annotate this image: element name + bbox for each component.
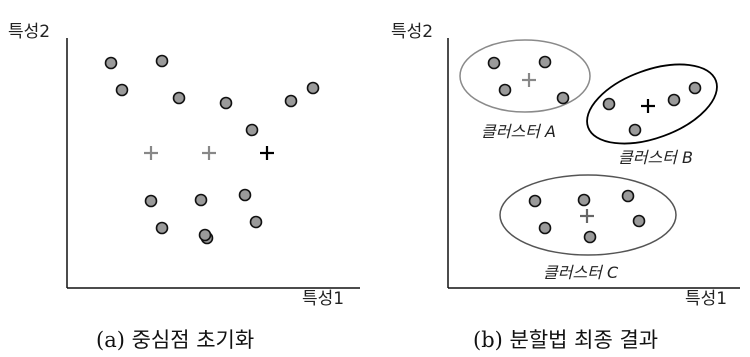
data-point [104,56,118,70]
panel-b-centroids [522,73,655,223]
cluster-c-point [577,193,591,207]
centroid-marker [260,146,274,160]
data-point [115,83,129,97]
data-point [198,228,212,242]
centroid-marker [144,146,158,160]
data-point [306,81,320,95]
panel-b-x-axis-label: 특성1 [685,289,727,309]
data-point [249,215,263,229]
cluster-c-point [621,189,635,203]
cluster-c-point [538,221,552,235]
panel-b-points [487,55,702,244]
cluster-b-point [628,123,642,137]
cluster-c-point [583,230,597,244]
data-point [155,221,169,235]
cluster-b-point [688,81,702,95]
data-point [155,54,169,68]
cluster-c-point [528,194,542,208]
data-point [245,123,259,137]
panel-a-y-axis-label: 특성2 [8,22,50,42]
cluster-b-outline [586,63,718,145]
panel-a-caption: (a) 중심점 초기화 [96,328,254,352]
panel-a: 특성2 특성1 (a) 중심점 초기화 [8,22,360,352]
cluster-a-point [487,56,501,70]
panel-b-y-axis-label: 특성2 [391,22,433,42]
cluster-a-centroid [522,73,536,87]
panel-b-caption: (b) 분할법 최종 결과 [473,328,658,352]
cluster-c-outline [499,174,677,256]
cluster-c-centroid [580,209,594,223]
cluster-a-point [538,55,552,69]
data-point [144,194,158,208]
data-point [219,96,233,110]
centroid-marker [202,146,216,160]
cluster-b-centroid [641,99,655,113]
cluster-b-point [667,93,681,107]
cluster-a-point [556,91,570,105]
data-point [194,193,208,207]
cluster-c-label: 클러스터 C [543,263,619,282]
panel-a-points [104,54,320,245]
data-point [172,91,186,105]
cluster-c-point [632,214,646,228]
cluster-b-point [602,97,616,111]
data-point [238,188,252,202]
data-point [284,94,298,108]
cluster-a-label: 클러스터 A [481,122,556,141]
cluster-b-label: 클러스터 B [618,148,693,167]
cluster-a-point [498,83,512,97]
panel-a-x-axis-label: 특성1 [302,289,344,309]
panel-a-centroids [144,146,274,160]
panel-b: 특성2 특성1 클러스터 A 클러스터 B 클러스터 C (b) 분할법 최종 … [391,22,740,352]
cluster-a-outline [459,39,591,113]
